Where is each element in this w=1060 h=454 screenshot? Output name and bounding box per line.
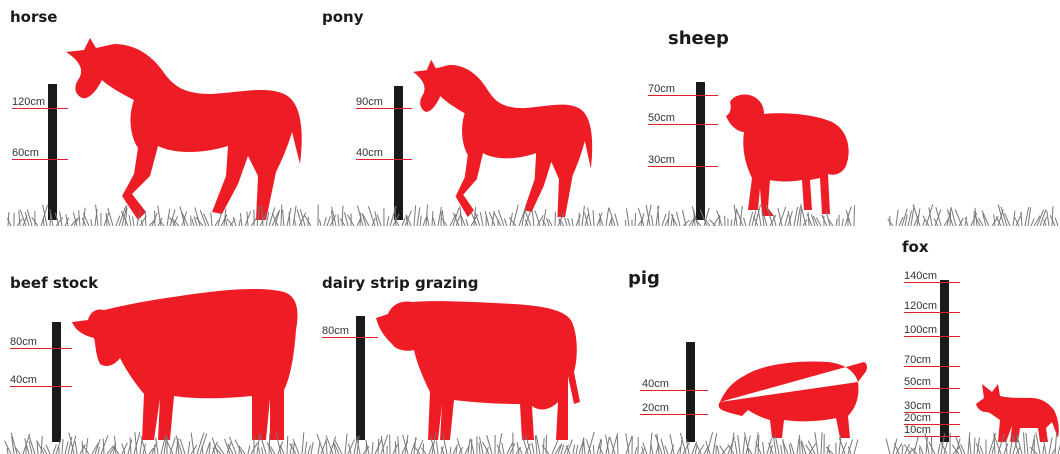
- fence-wire: [648, 95, 718, 96]
- fence-wire: [12, 108, 68, 109]
- fence-wire: [904, 388, 960, 389]
- fence-post: [686, 342, 695, 442]
- pony-silhouette-icon: [410, 58, 600, 218]
- panel-title-pony: pony: [322, 8, 364, 26]
- panel-title-sheep: sheep: [668, 28, 729, 49]
- height-label: 40cm: [642, 378, 669, 390]
- height-label: 50cm: [648, 112, 675, 124]
- fence-wire: [10, 386, 72, 387]
- fence-wire: [904, 282, 960, 283]
- fence-wire: [640, 390, 708, 391]
- grass-strip-top: [0, 200, 1060, 226]
- grass-strip-bottom: [0, 428, 1060, 454]
- fence-post: [52, 322, 61, 442]
- height-label: 70cm: [648, 83, 675, 95]
- fence-wire: [904, 336, 960, 337]
- panel-title-fox: fox: [902, 238, 929, 256]
- height-label: 30cm: [904, 400, 931, 412]
- dairy-cow-silhouette-icon: [374, 292, 588, 442]
- fence-wire: [648, 124, 718, 125]
- height-label: 60cm: [12, 147, 39, 159]
- panel-title-pig: pig: [628, 268, 660, 289]
- height-label: 50cm: [904, 376, 931, 388]
- height-label: 80cm: [10, 336, 37, 348]
- fence-wire: [12, 159, 68, 160]
- height-label: 40cm: [10, 374, 37, 386]
- cow-silhouette-icon: [70, 286, 302, 444]
- fence-wire: [322, 337, 378, 338]
- fence-wire: [356, 159, 412, 160]
- fence-wire: [648, 166, 718, 167]
- fence-wire: [904, 366, 960, 367]
- height-label: 20cm: [642, 402, 669, 414]
- height-label: 100cm: [904, 324, 937, 336]
- height-label: 30cm: [648, 154, 675, 166]
- fence-wire: [356, 108, 412, 109]
- panel-title-horse: horse: [10, 8, 57, 26]
- fence-post: [940, 280, 949, 442]
- height-label: 90cm: [356, 96, 383, 108]
- fence-wire: [904, 312, 960, 313]
- height-label: 140cm: [904, 270, 937, 282]
- horse-silhouette-icon: [62, 36, 312, 221]
- fence-wire: [640, 414, 708, 415]
- fence-wire: [10, 348, 72, 349]
- height-label: 80cm: [322, 325, 349, 337]
- height-label: 70cm: [904, 354, 931, 366]
- panel-title-dairy-strip-grazing: dairy strip grazing: [322, 274, 479, 292]
- height-label: 120cm: [904, 300, 937, 312]
- fence-post: [356, 316, 365, 440]
- height-label: 20cm: [904, 412, 931, 424]
- height-label: 40cm: [356, 147, 383, 159]
- height-label: 120cm: [12, 96, 45, 108]
